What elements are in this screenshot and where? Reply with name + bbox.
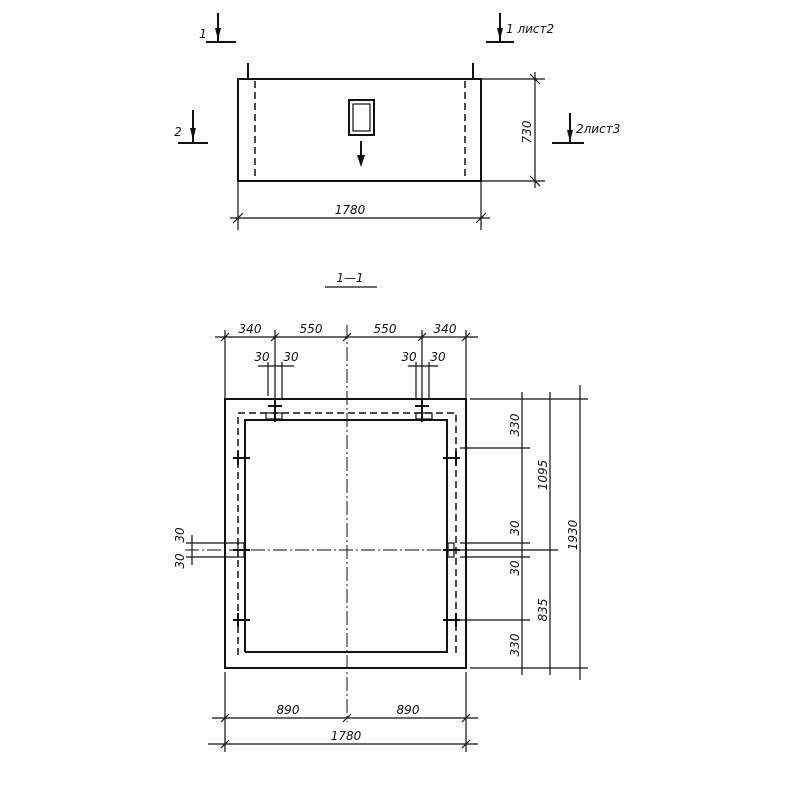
section-marker-1-ref: 1 лист2 (486, 13, 554, 43)
inner-cavity (244, 419, 448, 653)
arrow-down-icon (357, 141, 365, 167)
opening-icon (348, 99, 375, 136)
svg-text:2: 2 (174, 125, 182, 139)
svg-text:340: 340 (239, 322, 262, 336)
plan-outline (237, 78, 482, 182)
svg-text:1095: 1095 (536, 460, 550, 491)
plan-view: 730 1780 1 1 лист2 2 2лист3 (174, 13, 620, 230)
svg-text:30: 30 (173, 553, 187, 569)
svg-text:30: 30 (173, 527, 187, 543)
svg-text:30: 30 (508, 520, 522, 536)
svg-text:890: 890 (277, 703, 300, 717)
height-dim: 730 (520, 120, 534, 143)
svg-text:1780: 1780 (331, 729, 362, 743)
svg-text:1930: 1930 (566, 519, 580, 550)
svg-text:30: 30 (254, 350, 270, 364)
svg-text:550: 550 (300, 322, 323, 336)
section-marker-1: 1 (199, 13, 236, 43)
section-marker-2: 2 (174, 110, 208, 144)
svg-text:30: 30 (401, 350, 417, 364)
svg-text:835: 835 (536, 599, 550, 622)
section-view: 1—1 340 550 550 340 30 30 (173, 271, 588, 752)
svg-text:340: 340 (434, 322, 457, 336)
width-dim: 1780 (335, 203, 366, 217)
section-marker-2-ref: 2лист3 (552, 113, 620, 144)
section-title: 1—1 (336, 271, 363, 285)
svg-text:890: 890 (397, 703, 420, 717)
anchor-marks (233, 400, 460, 627)
svg-text:30: 30 (508, 560, 522, 576)
svg-text:330: 330 (508, 633, 522, 656)
svg-text:30: 30 (430, 350, 446, 364)
svg-text:330: 330 (508, 413, 522, 436)
svg-text:2лист3: 2лист3 (576, 122, 620, 136)
svg-text:550: 550 (374, 322, 397, 336)
svg-text:1 лист2: 1 лист2 (506, 22, 554, 36)
svg-text:30: 30 (283, 350, 299, 364)
svg-text:1: 1 (199, 27, 207, 41)
section-outline (224, 398, 467, 669)
